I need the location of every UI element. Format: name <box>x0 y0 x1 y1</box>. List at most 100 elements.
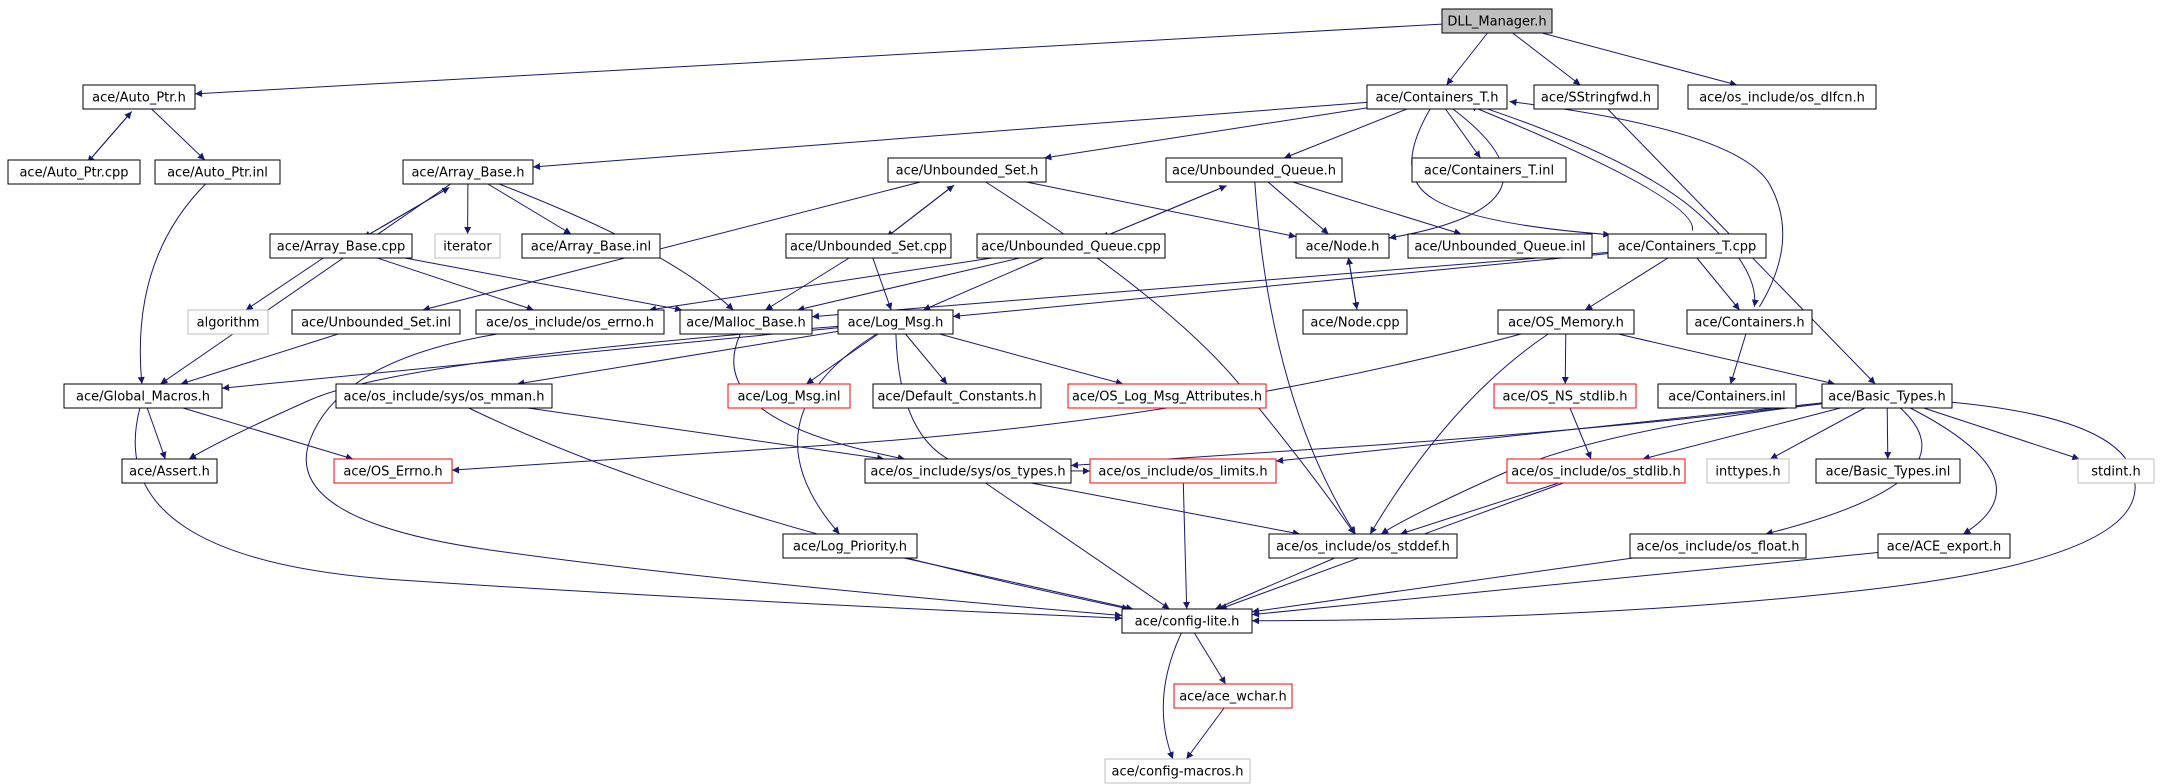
node-box <box>1173 683 1293 709</box>
node-box <box>976 233 1166 259</box>
node-label: ace/Auto_Ptr.cpp <box>19 166 128 181</box>
node-ace_wchar_h[interactable]: ace/ace_wchar.h <box>1173 683 1293 709</box>
node-label: ace/ace_wchar.h <box>1179 690 1287 705</box>
node-sstringfwd_h[interactable]: ace/SStringfwd.h <box>1533 84 1659 110</box>
edge-containers_t_h-to-containers_t_cpp <box>1411 105 1611 238</box>
node-unbounded_set_cpp[interactable]: ace/Unbounded_Set.cpp <box>785 233 952 259</box>
node-global_macros_h[interactable]: ace/Global_Macros.h <box>63 383 223 409</box>
node-default_constants_h[interactable]: ace/Default_Constants.h <box>872 383 1042 409</box>
edge-os_ns_stdlib_h-to-os_stdlib_h <box>1569 407 1592 460</box>
node-box <box>1506 458 1686 484</box>
edge-array_base_h-to-array_base_inl <box>487 183 572 235</box>
edge-node_cpp-to-node_h <box>1346 257 1358 310</box>
node-iterator[interactable]: iterator <box>434 233 501 259</box>
node-array_base_inl[interactable]: ace/Array_Base.inl <box>521 233 661 259</box>
node-config_lite_h[interactable]: ace/config-lite.h <box>1121 608 1253 634</box>
node-label: ace/OS_Errno.h <box>343 465 442 480</box>
node-label: ace/Basic_Types.inl <box>1826 465 1951 480</box>
node-box <box>1295 233 1390 259</box>
node-box <box>1815 458 1961 484</box>
edge-global_macros_h-to-config_lite_h <box>134 407 1123 622</box>
node-unbounded_queue_inl[interactable]: ace/Unbounded_Queue.inl <box>1407 233 1593 259</box>
node-auto_ptr_inl[interactable]: ace/Auto_Ptr.inl <box>154 159 281 185</box>
node-os_ns_stdlib_h[interactable]: ace/OS_NS_stdlib.h <box>1493 383 1637 409</box>
node-stdint_h[interactable]: stdint.h <box>2077 458 2155 484</box>
node-label: ace/Unbounded_Set.inl <box>301 316 451 331</box>
edge-basic_types_h-to-os_types_h <box>1070 403 1823 469</box>
node-auto_ptr_cpp[interactable]: ace/Auto_Ptr.cpp <box>7 159 141 185</box>
node-os_memory_h[interactable]: ace/OS_Memory.h <box>1497 309 1635 335</box>
edge-dll_manager_h-to-auto_ptr_h <box>194 23 1443 98</box>
node-label: ace/Unbounded_Set.h <box>896 164 1039 179</box>
node-os_dlfcn_h[interactable]: ace/os_include/os_dlfcn.h <box>1687 84 1877 110</box>
node-label: ace/Containers_T.cpp <box>1618 240 1756 255</box>
node-basic_types_h[interactable]: ace/Basic_Types.h <box>1821 383 1953 409</box>
node-label: ace/os_include/os_limits.h <box>1098 465 1267 480</box>
edge-containers_t_cpp-to-containers_t_h <box>1469 104 1693 231</box>
node-node_cpp[interactable]: ace/Node.cpp <box>1302 309 1408 335</box>
node-label: ace/Default_Constants.h <box>877 390 1036 405</box>
node-containers_t_h[interactable]: ace/Containers_T.h <box>1366 84 1508 110</box>
node-label: stdint.h <box>2091 465 2140 480</box>
node-dll_manager_h[interactable]: DLL_Manager.h <box>1441 8 1553 34</box>
edge-containers_t_h-to-array_base_h <box>532 101 1368 170</box>
node-label: ace/config-lite.h <box>1135 615 1240 630</box>
node-unbounded_queue_h[interactable]: ace/Unbounded_Queue.h <box>1165 157 1343 183</box>
node-os_limits_h[interactable]: ace/os_include/os_limits.h <box>1089 458 1277 484</box>
node-basic_types_inl[interactable]: ace/Basic_Types.inl <box>1815 458 1961 484</box>
edge-containers_t_h-to-containers_h <box>1477 105 1759 307</box>
node-containers_h[interactable]: ace/Containers.h <box>1686 309 1813 335</box>
node-auto_ptr_h[interactable]: ace/Auto_Ptr.h <box>82 84 196 110</box>
node-box <box>887 157 1047 183</box>
node-label: ace/os_include/os_stdlib.h <box>1511 465 1680 480</box>
node-os_errno_red_h[interactable]: ace/OS_Errno.h <box>333 458 453 484</box>
node-ace_export_h[interactable]: ace/ACE_export.h <box>1877 533 2011 559</box>
node-os_errno_h[interactable]: ace/os_include/os_errno.h <box>475 309 665 335</box>
edge-ace_wchar_h-to-config_macros_h <box>1185 707 1225 760</box>
node-unbounded_set_h[interactable]: ace/Unbounded_Set.h <box>887 157 1047 183</box>
node-unbounded_set_inl[interactable]: ace/Unbounded_Set.inl <box>291 309 461 335</box>
node-inttypes_h[interactable]: inttypes.h <box>1706 458 1790 484</box>
node-os_stddef_h[interactable]: ace/os_include/os_stddef.h <box>1268 533 1458 559</box>
node-label: ace/OS_Log_Msg_Attributes.h <box>1072 390 1262 405</box>
edge-log_msg_h-to-global_macros_h <box>221 327 839 391</box>
node-box <box>154 159 281 185</box>
node-array_base_h[interactable]: ace/Array_Base.h <box>402 159 534 185</box>
node-label: ace/Log_Priority.h <box>793 540 907 555</box>
edge-log_msg_h-to-log_priority_h <box>797 333 877 535</box>
node-label: ace/Auto_Ptr.inl <box>167 166 268 181</box>
node-containers_inl[interactable]: ace/Containers.inl <box>1657 383 1797 409</box>
node-log_priority_h[interactable]: ace/Log_Priority.h <box>782 533 918 559</box>
edge-os_memory_h-to-os_errno_red_h <box>451 333 1522 474</box>
node-node_h[interactable]: ace/Node.h <box>1295 233 1390 259</box>
node-os_mman_h[interactable]: ace/os_include/sys/os_mman.h <box>335 383 553 409</box>
edge-unbounded_set_h-to-node_h <box>1026 181 1297 239</box>
node-box <box>434 233 501 259</box>
node-containers_t_inl[interactable]: ace/Containers_T.inl <box>1411 157 1567 183</box>
node-os_float_h[interactable]: ace/os_include/os_float.h <box>1629 533 1807 559</box>
node-box <box>1121 608 1253 634</box>
edge-os_memory_h-to-os_ns_stdlib_h <box>1561 333 1569 385</box>
node-os_types_h[interactable]: ace/os_include/sys/os_types.h <box>864 458 1072 484</box>
node-unbounded_queue_cpp[interactable]: ace/Unbounded_Queue.cpp <box>976 233 1166 259</box>
node-label: ace/Malloc_Base.h <box>686 316 806 331</box>
edge-os_types_h-to-config_lite_h <box>985 482 1170 610</box>
node-assert_h[interactable]: ace/Assert.h <box>121 458 218 484</box>
nodes-layer: DLL_Manager.h ace/Auto_Ptr.h ace/Container… <box>7 8 2155 784</box>
node-os_log_msg_attributes_h[interactable]: ace/OS_Log_Msg_Attributes.h <box>1067 383 1267 409</box>
node-label: ace/Basic_Types.h <box>1828 390 1945 405</box>
node-log_msg_inl[interactable]: ace/Log_Msg.inl <box>727 383 851 409</box>
edge-containers_t_h-to-unbounded_queue_h <box>1283 108 1408 159</box>
node-box <box>1686 309 1813 335</box>
edge-basic_types_h-to-stdint_h <box>1923 407 2080 461</box>
node-os_stdlib_h[interactable]: ace/os_include/os_stdlib.h <box>1506 458 1686 484</box>
node-box <box>785 233 952 259</box>
node-array_base_cpp[interactable]: ace/Array_Base.cpp <box>269 233 413 259</box>
edge-array_base_cpp-to-algorithm <box>245 257 324 311</box>
node-log_msg_h[interactable]: ace/Log_Msg.h <box>837 309 954 335</box>
node-containers_t_cpp[interactable]: ace/Containers_T.cpp <box>1607 233 1767 259</box>
node-algorithm[interactable]: algorithm <box>187 309 269 335</box>
edge-unbounded_queue_cpp-to-os_errno_h <box>649 257 992 313</box>
node-config_macros_h[interactable]: ace/config-macros.h <box>1104 758 1251 784</box>
node-malloc_base_h[interactable]: ace/Malloc_Base.h <box>679 309 813 335</box>
